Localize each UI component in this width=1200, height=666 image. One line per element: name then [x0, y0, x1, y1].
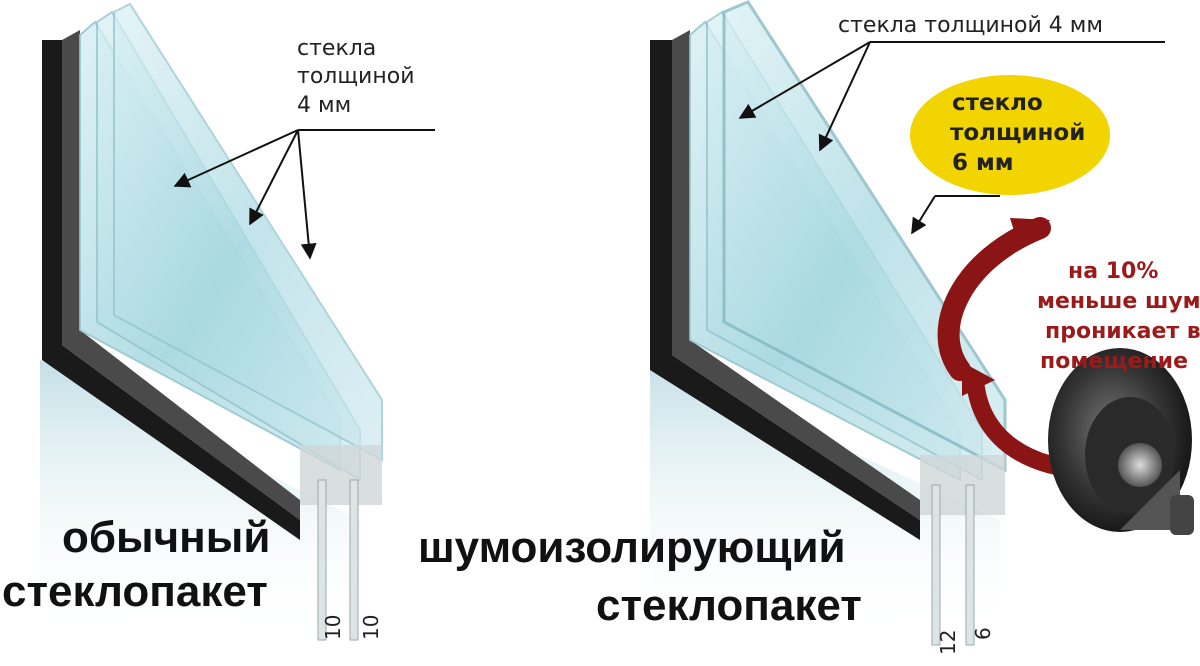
- thick-glass-badge: [910, 75, 1110, 195]
- thick-glass-label-line1: стекло: [952, 90, 1043, 116]
- spacer-bar: [300, 445, 382, 505]
- noise-note-line4: помещение: [1040, 349, 1188, 374]
- thick-glass-label-line3: 6 мм: [952, 150, 1014, 176]
- gap-label-1: 10: [321, 615, 345, 640]
- unit-title-line2: стеклопакет: [2, 567, 268, 616]
- floor-reflection: [650, 360, 1000, 640]
- gap-label-2: 10: [359, 615, 383, 640]
- unit-title-line1: обычный: [62, 513, 270, 562]
- standard-unit-drawing: 10 10 стекла толщиной 4 мм обычный стекл…: [2, 2, 435, 641]
- window-frame: [650, 40, 920, 540]
- noise-note-line1: на 10%: [1068, 259, 1158, 284]
- glass-thickness-label-line2: толщиной: [297, 64, 415, 89]
- noise-note-line2: меньше шума: [1037, 289, 1200, 314]
- window-frame: [42, 40, 300, 540]
- glass-thickness-label-line3: 4 мм: [297, 93, 351, 118]
- noise-insulating-unit-drawing: 12 6 стекла толщиной 4 мм стекло толщино…: [418, 0, 1165, 655]
- gap-label-1: 12: [936, 630, 960, 655]
- gap-label-2: 6: [971, 627, 995, 640]
- glass-thickness-label: стекла толщиной 4 мм: [838, 13, 1103, 38]
- floor-reflection: [40, 360, 360, 640]
- speaker-icon: [1048, 348, 1194, 535]
- unit-title-line1: шумоизолирующий: [418, 523, 846, 572]
- glass-thickness-label-line1: стекла: [297, 36, 376, 61]
- glass-pane-outer: [113, 2, 383, 462]
- noise-reduction-illustration: на 10% меньше шума проникает в помещение: [937, 217, 1200, 535]
- thick-glass-label-line2: толщиной: [950, 120, 1085, 146]
- noise-note-line3: проникает в: [1045, 319, 1200, 344]
- unit-title-line2: стеклопакет: [596, 581, 862, 630]
